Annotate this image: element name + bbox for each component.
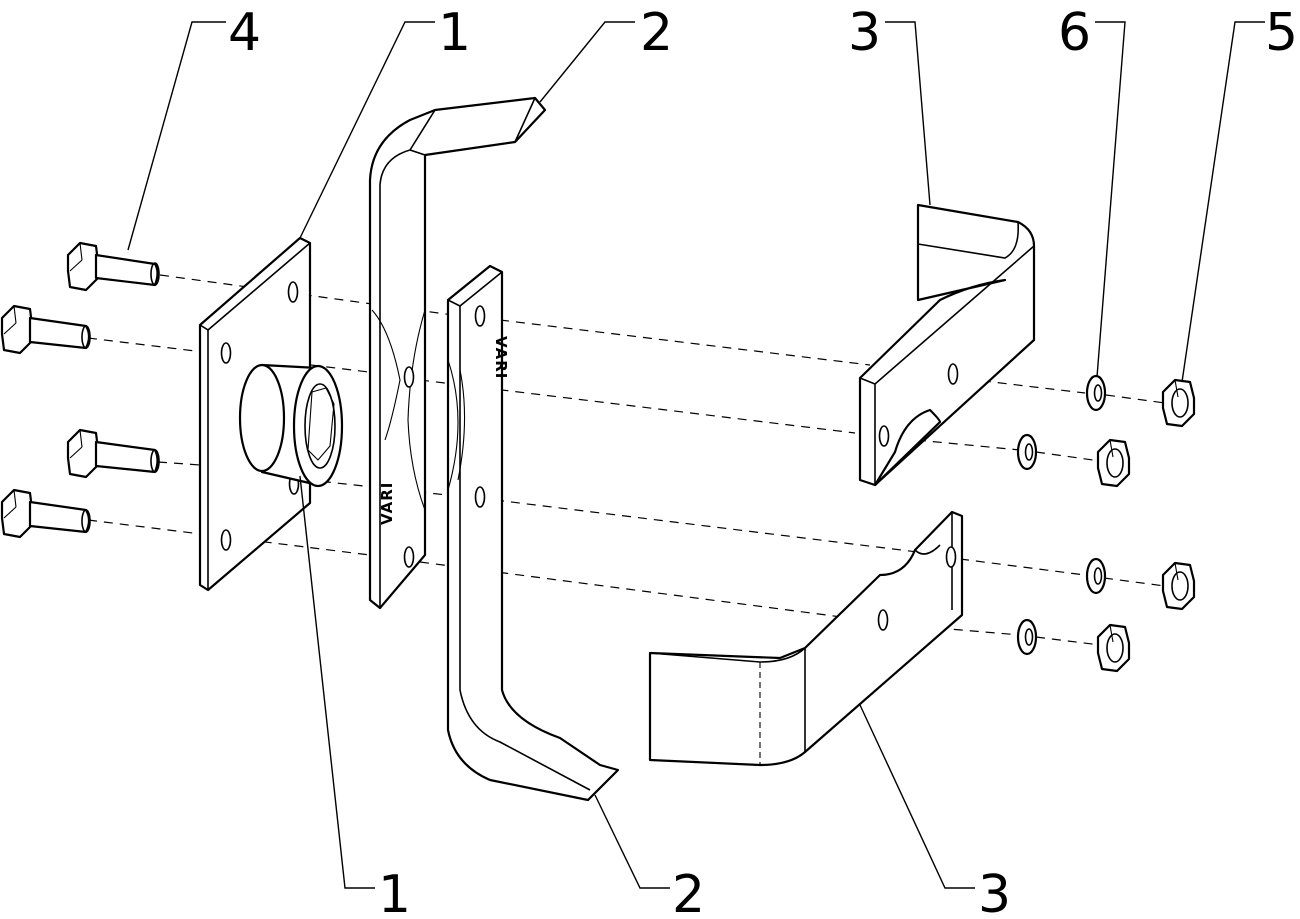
assembly-axes bbox=[87, 274, 1166, 646]
callout-washer: 6 bbox=[1058, 3, 1091, 63]
callout-tine-top: 2 bbox=[640, 3, 673, 63]
nut-2 bbox=[1096, 438, 1131, 488]
leader-lines bbox=[127, 21, 1265, 889]
callout-clamp-top: 3 bbox=[848, 3, 881, 63]
bolt-3 bbox=[66, 428, 160, 479]
upper-clamp bbox=[858, 203, 1036, 487]
callout-clamp-bottom: 3 bbox=[978, 865, 1011, 919]
callout-bolt: 4 bbox=[228, 3, 261, 63]
nut-4 bbox=[1096, 623, 1131, 673]
callout-nut: 5 bbox=[1265, 3, 1298, 63]
upper-tine-brand: VARI bbox=[378, 482, 396, 525]
nut-1 bbox=[1161, 378, 1196, 428]
lower-tine: VARI bbox=[446, 264, 620, 802]
bolt-2 bbox=[0, 304, 91, 355]
bolt-4 bbox=[0, 488, 91, 539]
bolt-1 bbox=[66, 241, 160, 292]
upper-tine: VARI bbox=[368, 96, 547, 610]
washer-3 bbox=[1085, 557, 1107, 595]
callout-plate-bottom: 1 bbox=[378, 865, 411, 919]
lower-tine-brand: VARI bbox=[492, 336, 510, 379]
washer-1 bbox=[1085, 374, 1107, 412]
nut-3 bbox=[1161, 561, 1196, 611]
washer-4 bbox=[1016, 618, 1038, 656]
lower-clamp bbox=[648, 510, 964, 767]
callout-tine-bottom: 2 bbox=[672, 865, 705, 919]
mounting-plate bbox=[198, 236, 344, 592]
washer-2 bbox=[1016, 433, 1038, 471]
callout-plate-top: 1 bbox=[438, 3, 471, 63]
